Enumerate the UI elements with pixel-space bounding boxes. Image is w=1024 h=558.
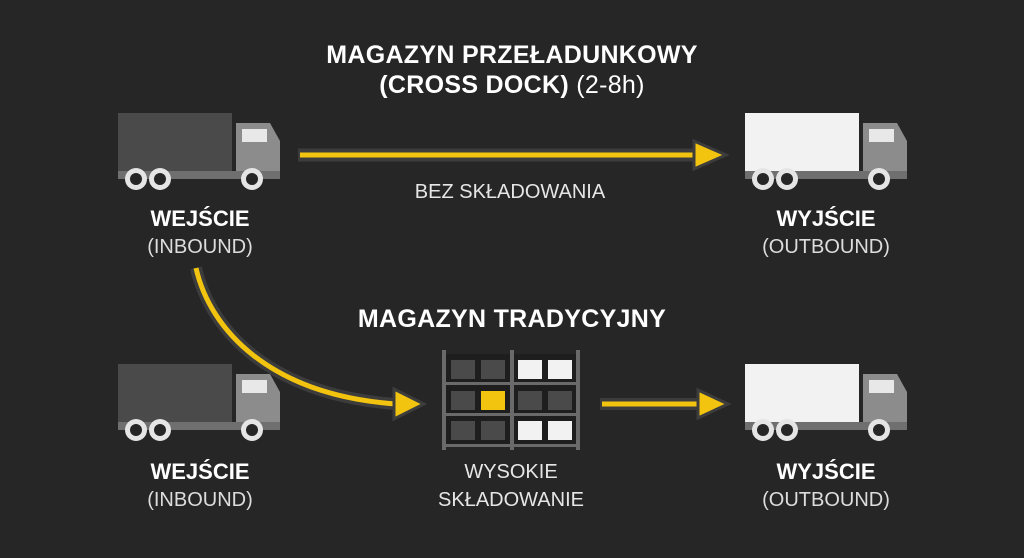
inbound-label: WEJŚCIE bbox=[150, 206, 250, 231]
traditional-inbound-label: WEJŚCIE (INBOUND) bbox=[100, 458, 300, 514]
cross-dock-title-bold: (CROSS DOCK) bbox=[379, 71, 569, 99]
cross-dock-title: MAGAZYN PRZEŁADUNKOWY (CROSS DOCK) (2-8h… bbox=[262, 40, 762, 100]
warehouse-rack-icon bbox=[442, 350, 580, 450]
cross-dock-inbound-label: WEJŚCIE (INBOUND) bbox=[100, 205, 300, 261]
cross-dock-title-line1: MAGAZYN PRZEŁADUNKOWY bbox=[326, 41, 698, 69]
storage-caption: WYSOKIE SKŁADOWANIE bbox=[411, 458, 611, 514]
traditional-title: MAGAZYN TRADYCYJNY bbox=[357, 305, 667, 333]
cross-dock-outbound-label: WYJŚCIE (OUTBOUND) bbox=[726, 205, 926, 261]
cross-dock-duration: (2-8h) bbox=[576, 71, 645, 99]
inbound-label: WEJŚCIE bbox=[150, 459, 250, 484]
outbound-sub: (OUTBOUND) bbox=[762, 489, 890, 511]
inbound-sub: (INBOUND) bbox=[147, 489, 253, 511]
outbound-label: WYJŚCIE bbox=[776, 206, 876, 231]
to-storage-arrow bbox=[190, 266, 428, 422]
traditional-inbound-truck-icon bbox=[118, 364, 280, 441]
traditional-outbound-truck-icon bbox=[745, 364, 907, 441]
cross-dock-title-line2: (CROSS DOCK) (2-8h) bbox=[262, 70, 762, 100]
storage-to-outbound-arrow bbox=[600, 387, 732, 421]
no-storage-caption: BEZ SKŁADOWANIA bbox=[414, 181, 606, 203]
outbound-sub: (OUTBOUND) bbox=[762, 236, 890, 258]
cross-dock-arrow bbox=[298, 138, 730, 172]
traditional-outbound-label: WYJŚCIE (OUTBOUND) bbox=[726, 458, 926, 514]
storage-caption-line1: WYSOKIE bbox=[464, 461, 558, 483]
storage-caption-line2: SKŁADOWANIE bbox=[438, 489, 584, 511]
outbound-label: WYJŚCIE bbox=[776, 459, 876, 484]
inbound-truck-icon bbox=[118, 113, 280, 190]
outbound-truck-icon bbox=[745, 113, 907, 190]
inbound-sub: (INBOUND) bbox=[147, 236, 253, 258]
